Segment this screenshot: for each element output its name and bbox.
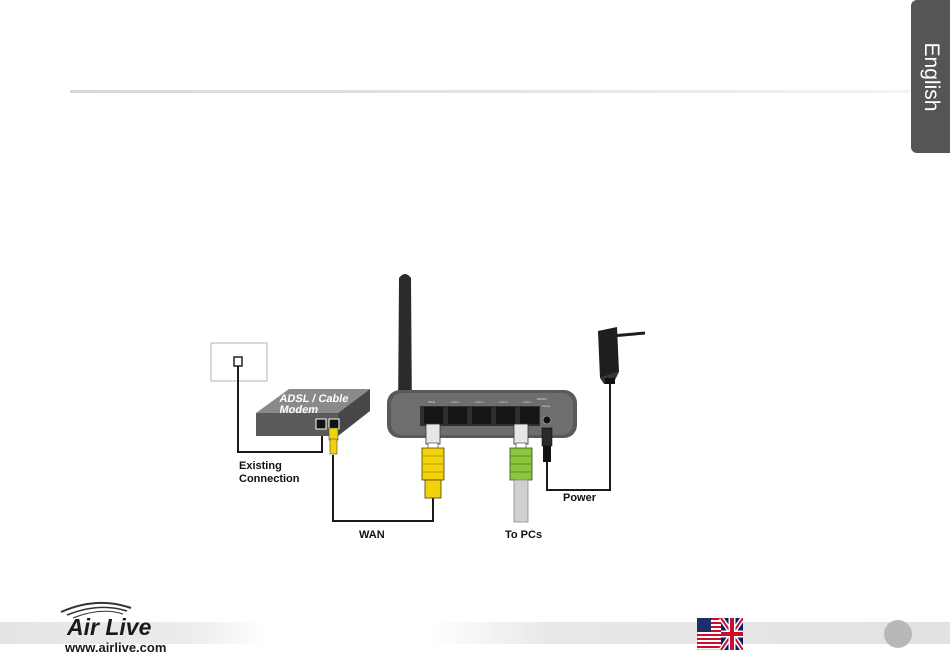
router-ports: [424, 407, 539, 424]
modem-port-ethernet: [329, 419, 339, 429]
uk-flag-part: [721, 618, 743, 650]
router-lan-plug: [510, 424, 532, 522]
power-label: Power: [563, 492, 597, 504]
website-text: www.airlive.com: [64, 640, 166, 655]
reset-label: RESET: [537, 397, 547, 401]
router-power-plug: [542, 428, 552, 462]
airlive-logo: Air Live www.airlive.com: [57, 598, 197, 658]
modem: ADSL / Cable Modem: [256, 389, 370, 436]
existing-connection-label-2: Connection: [239, 473, 300, 485]
power-jack: [543, 416, 551, 424]
port-label-lan1: LAN 1: [451, 400, 460, 404]
wall-socket-port: [234, 357, 242, 366]
us-uk-flag-icon: [697, 618, 743, 650]
modem-label-line2: Modem: [278, 404, 319, 416]
brand-wordmark: Air Live: [66, 614, 152, 640]
connection-diagram: ADSL / Cable Modem WAN LAN 1 LAN 2 LAN 3…: [0, 0, 950, 600]
port-label-lan3: LAN 3: [499, 400, 508, 404]
port-label-lan2: LAN 2: [475, 400, 484, 404]
wan-wire: [333, 455, 433, 521]
to-pcs-label: To PCs: [505, 529, 542, 541]
port-label-lan4: LAN 4: [523, 400, 532, 404]
modem-port-line: [316, 419, 326, 429]
wan-label: WAN: [359, 529, 385, 541]
existing-connection-label-1: Existing: [239, 460, 282, 472]
port-label-wan: WAN: [428, 400, 435, 404]
page-number-badge: [884, 620, 912, 648]
modem-wan-plug: [329, 428, 338, 454]
power-port-label: Power: [542, 404, 551, 408]
power-adapter: [598, 327, 645, 384]
